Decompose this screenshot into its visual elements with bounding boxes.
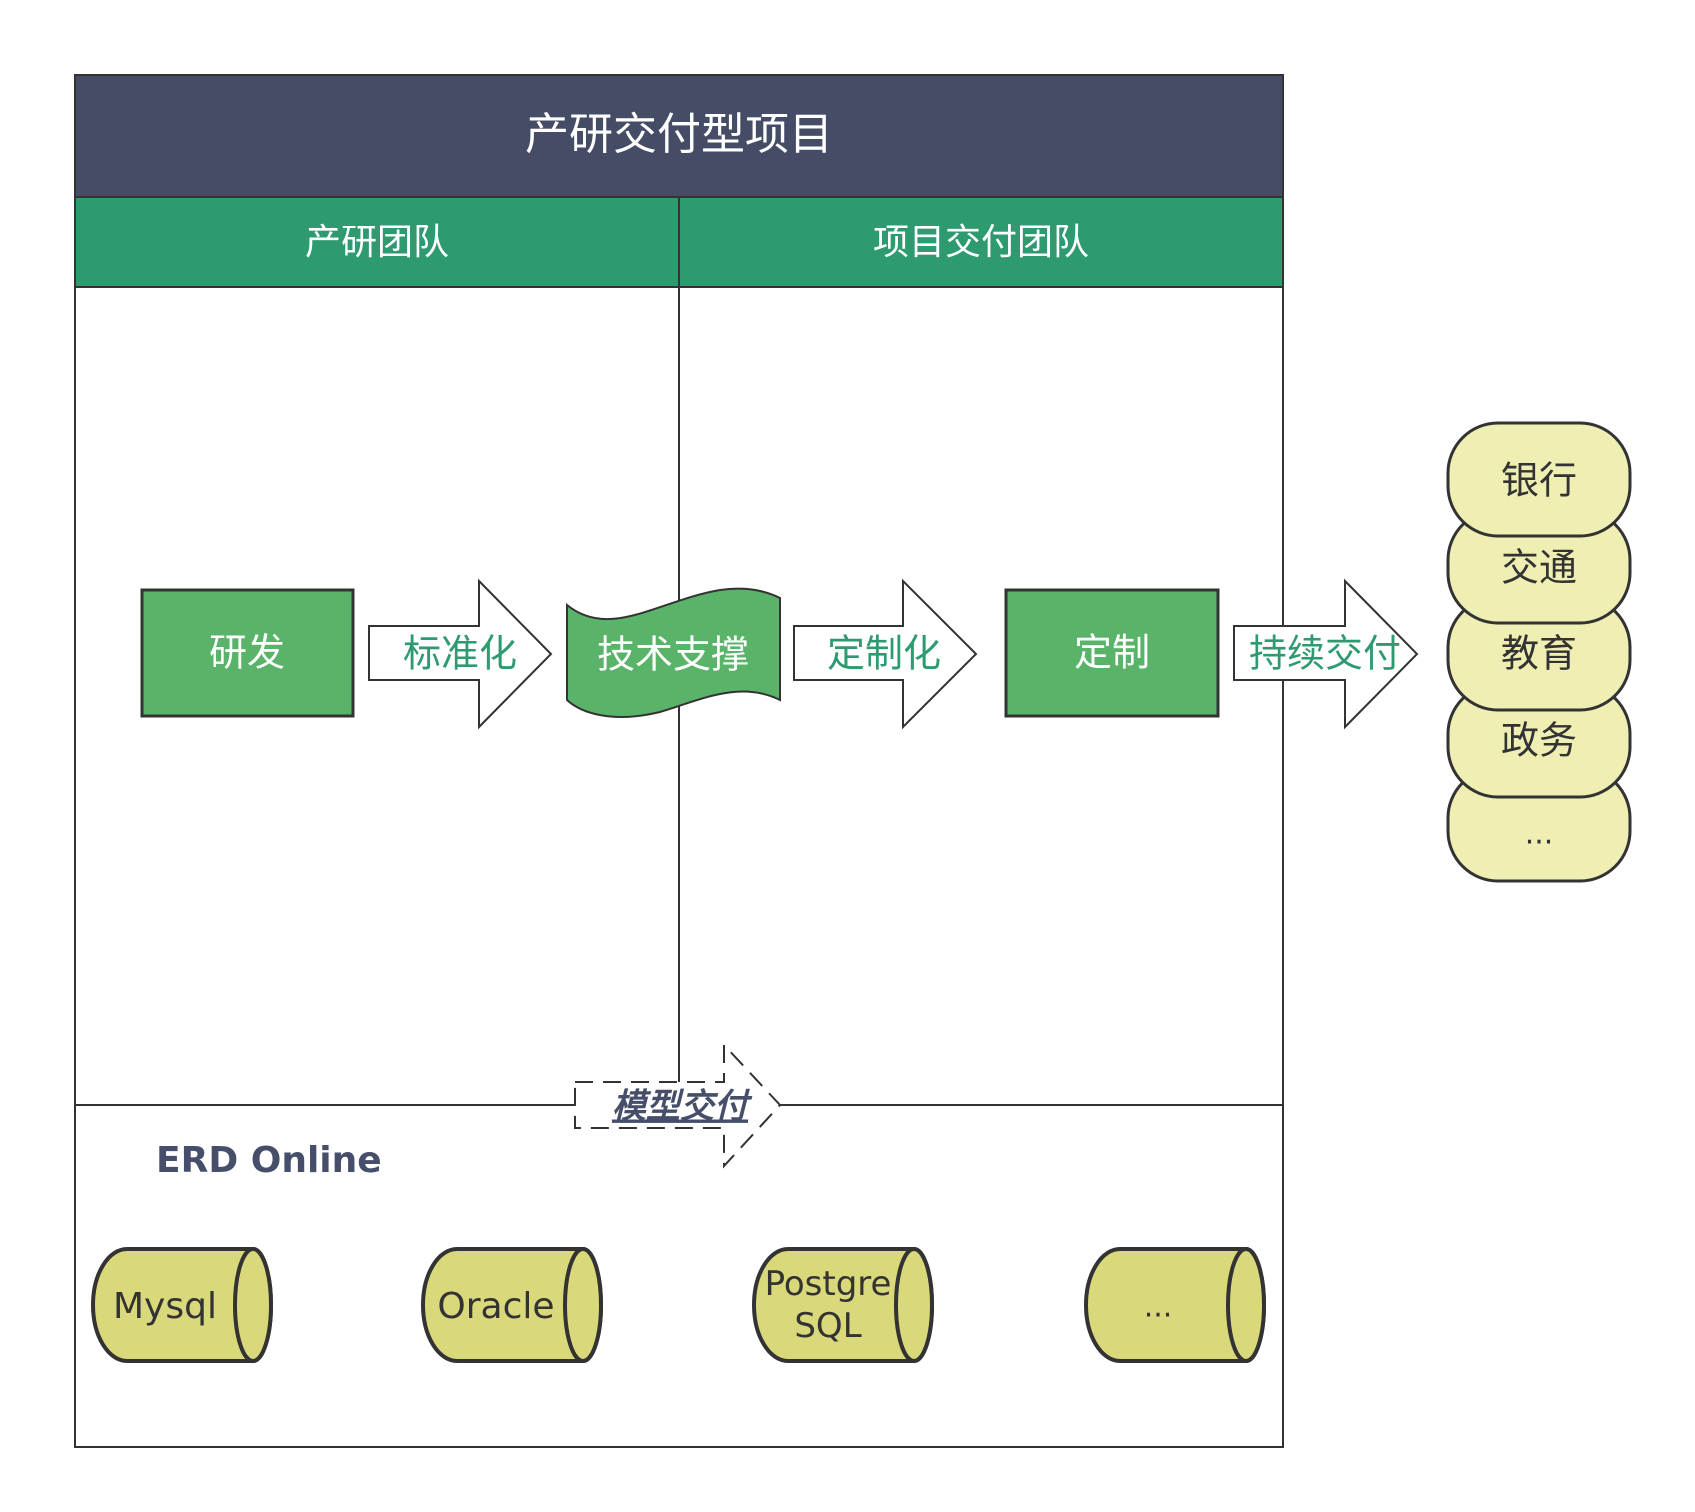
process-custom — [1004, 588, 1220, 718]
db-more: ... — [1084, 1247, 1266, 1363]
arrow-continuous-delivery-label: 持续交付 — [1249, 632, 1401, 676]
lane-title-left: 产研团队 — [305, 222, 449, 263]
lane-title-right: 项目交付团队 — [873, 222, 1089, 263]
industry-banking — [1446, 421, 1632, 538]
arrow-continuous-delivery — [1233, 578, 1419, 730]
arrow-customize — [793, 578, 978, 730]
db-mysql: Mysql — [91, 1247, 273, 1363]
db-label: ... — [1144, 1290, 1173, 1325]
process-research-label: 研发 — [209, 631, 285, 675]
erd-online-title: ERD Online — [156, 1140, 382, 1181]
industry-label: 银行 — [1501, 459, 1577, 503]
db-label: Mysql — [113, 1286, 217, 1327]
arrow-standardize-label: 标准化 — [403, 632, 517, 676]
model-delivery-label: 模型交付 — [612, 1087, 753, 1127]
industry-label: 教育 — [1501, 632, 1577, 676]
industry-label: 政务 — [1501, 719, 1577, 763]
process-research — [140, 588, 355, 718]
arrow-standardize — [368, 578, 553, 730]
industry-label: 交通 — [1501, 546, 1577, 590]
arrow-model-delivery — [574, 1042, 782, 1169]
industry-stack: 银行 交通 教育 政务 ... — [1446, 421, 1632, 883]
lane-header-left — [74, 196, 680, 288]
lane-header-right — [678, 196, 1284, 288]
diagram-title: 产研交付型项目 — [525, 109, 833, 160]
tech-support-label: 技术支撑 — [597, 633, 749, 677]
industry-label: ... — [1525, 817, 1554, 852]
process-custom-label: 定制 — [1074, 631, 1150, 675]
title-bar — [74, 74, 1284, 198]
tech-support-shape — [566, 587, 781, 718]
arrow-customize-label: 定制化 — [827, 632, 941, 676]
db-oracle: Oracle — [421, 1247, 603, 1363]
db-label: Oracle — [437, 1286, 554, 1327]
